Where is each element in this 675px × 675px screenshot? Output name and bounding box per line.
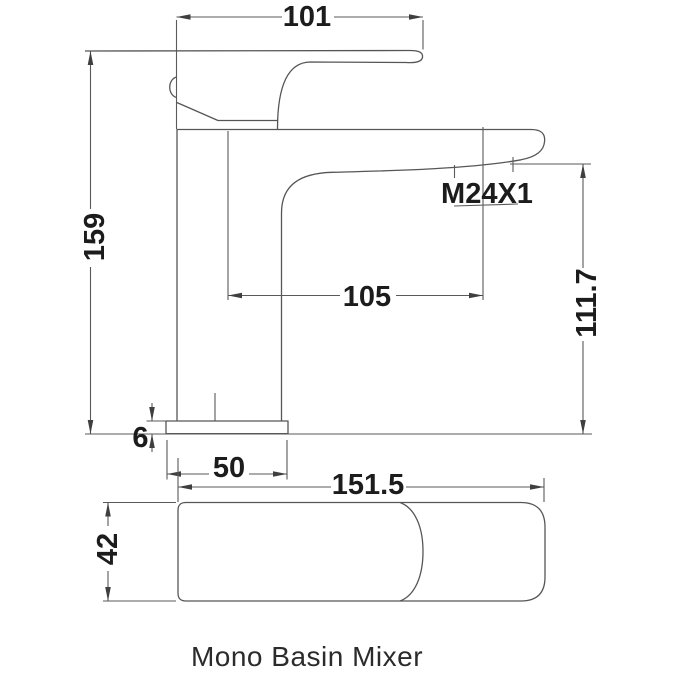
dimension-label-base-thickness: 6: [132, 422, 148, 454]
plan-view-outline: [177, 501, 546, 602]
thread-callout-underline: [453, 203, 519, 207]
dimension-label-spout-projection: 105: [343, 281, 391, 313]
plan-view-body-end-cap: [399, 501, 424, 602]
handle-lever-profile: [84, 49, 424, 130]
dimension-annotations: 101 159 105 M24X1 111.7 6: [79, 1, 603, 602]
dimension-label-handle-length: 101: [283, 1, 331, 33]
drawing-caption: Mono Basin Mixer: [191, 641, 423, 672]
handle-knob: [169, 76, 177, 99]
dimension-label-overall-height: 159: [79, 213, 111, 261]
dimension-label-outlet-height: 111.7: [571, 268, 603, 337]
base-plate: [165, 420, 289, 435]
dimension-label-aerator-thread: M24X1: [441, 178, 533, 210]
dimension-label-base-width: 50: [213, 452, 245, 484]
side-view: [84, 20, 592, 435]
handle-base-underside: [176, 101, 278, 122]
dimension-label-plan-length: 151.5: [332, 469, 405, 501]
dimension-label-plan-width: 42: [92, 533, 124, 565]
plan-view: [177, 501, 546, 602]
body-spout-profile: [176, 128, 546, 421]
